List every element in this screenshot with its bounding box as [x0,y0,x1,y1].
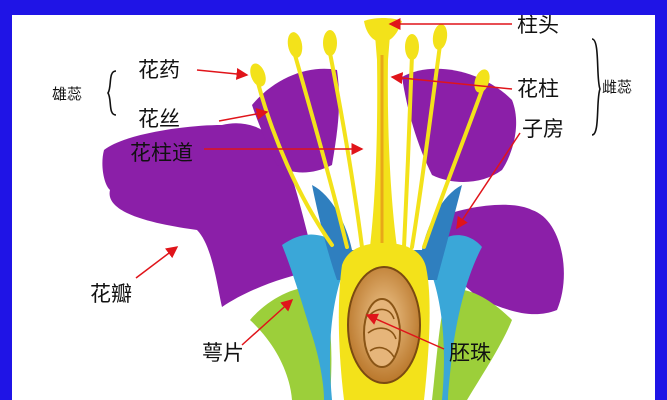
label-ovary: 子房 [522,117,564,141]
diagram-canvas: 柱头 花药 雄蕊 花柱 雌蕊 花丝 子房 花柱道 花瓣 萼片 胚珠 [12,15,655,400]
label-style-canal: 花柱道 [130,141,193,165]
label-ovule: 胚珠 [449,341,491,365]
label-petal: 花瓣 [90,282,132,306]
stigma [364,18,402,43]
flower-structure-diagram: 柱头 花药 雄蕊 花柱 雌蕊 花丝 子房 花柱道 花瓣 萼片 胚珠 [12,15,655,400]
label-stigma: 柱头 [517,15,559,37]
pistil-bracket [592,39,600,135]
label-anther: 花药 [138,58,180,82]
label-pistil: 雌蕊 [602,78,632,96]
label-style: 花柱 [517,77,559,101]
stamen-bracket [108,71,116,115]
label-sepal: 萼片 [202,341,244,365]
label-filament: 花丝 [138,107,180,131]
label-stamen: 雄蕊 [52,85,82,103]
